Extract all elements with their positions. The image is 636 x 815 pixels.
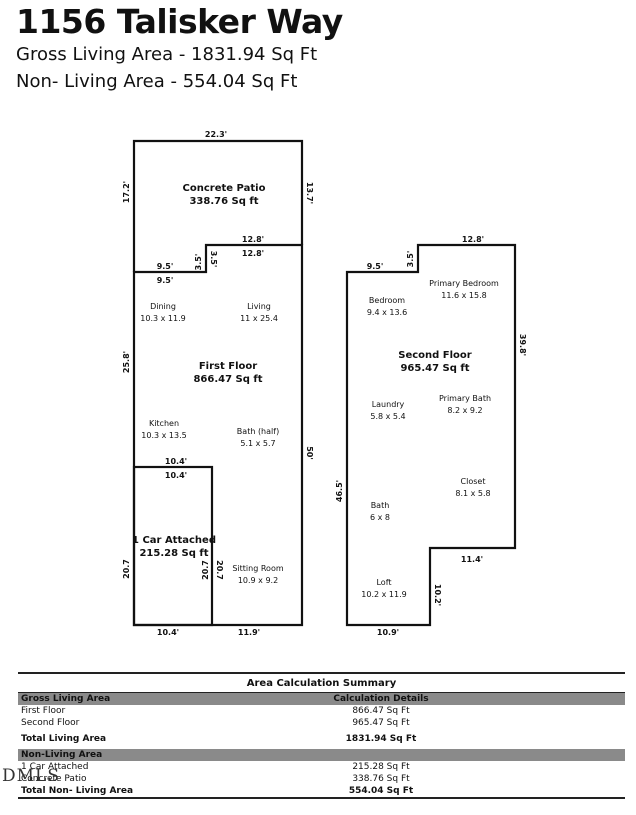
dim-label: 12.8' — [462, 235, 484, 244]
mls-logo: DMLS — [2, 766, 60, 786]
row-label: First Floor — [21, 706, 66, 716]
row-value: 338.76 Sq Ft — [352, 774, 410, 784]
dim-label: 12.8' — [242, 235, 264, 244]
first-floor-name: First Floor — [199, 361, 257, 372]
dim-label: 9.5' — [157, 276, 174, 285]
table-row: Concrete Patio 338.76 Sq Ft — [18, 773, 625, 785]
page-title: 1156 Talisker Way — [16, 2, 343, 41]
garage-outline — [132, 465, 214, 627]
row-value: 866.47 Sq Ft — [352, 706, 410, 716]
garage-name: 1 Car Attached — [132, 535, 216, 546]
summary-title: Area Calculation Summary — [18, 674, 625, 693]
gla-header-row: Gross Living Area Calculation Details — [18, 693, 625, 705]
room-size: 10.2 x 11.9 — [361, 590, 406, 599]
room-name: Kitchen — [149, 419, 179, 428]
dim-label: 11.9' — [238, 628, 260, 637]
row-label: 1 Car Attached — [21, 762, 89, 772]
dim-label: 9.5' — [157, 262, 174, 271]
room-name: Primary Bedroom — [429, 279, 499, 288]
row-value: 215.28 Sq Ft — [352, 762, 410, 772]
room-size: 10.3 x 13.5 — [141, 431, 186, 440]
total-non-living-row: Total Non- Living Area 554.04 Sq Ft — [18, 785, 625, 799]
room-size: 8.2 x 9.2 — [447, 406, 482, 415]
row-label: Concrete Patio — [21, 774, 87, 784]
area-summary-table: Area Calculation Summary Gross Living Ar… — [18, 672, 625, 799]
total-non-living-label: Total Non- Living Area — [21, 786, 134, 796]
table-row: Second Floor 965.47 Sq Ft — [18, 717, 625, 729]
floor-plan: Concrete Patio 338.76 Sq ft First Floor … — [122, 130, 527, 637]
dim-label: 12.8' — [242, 249, 264, 258]
dim-label: 25.8' — [122, 351, 131, 373]
room-size: 9.4 x 13.6 — [367, 308, 407, 317]
room-name: Dining — [150, 302, 176, 311]
room-size: 10.9 x 9.2 — [238, 576, 278, 585]
dim-label: 20.7 — [122, 559, 131, 579]
second-floor-outline — [345, 243, 517, 627]
total-non-living-value: 554.04 Sq Ft — [348, 786, 414, 796]
dim-label: 10.9' — [377, 628, 399, 637]
room-name: Bath — [371, 501, 390, 510]
total-living-value: 1831.94 Sq Ft — [345, 734, 417, 744]
room-size: 11 x 25.4 — [240, 314, 278, 323]
dim-label: 20.7 — [201, 560, 210, 580]
total-living-label: Total Living Area — [21, 734, 107, 744]
row-value: 965.47 Sq Ft — [352, 718, 410, 728]
dim-label: 20.7 — [215, 560, 224, 580]
dim-label: 13.7' — [305, 182, 314, 204]
room-size: 8.1 x 5.8 — [455, 489, 490, 498]
dim-label: 39.8' — [518, 334, 527, 356]
room-size: 5.8 x 5.4 — [370, 412, 405, 421]
non-living-area: Non- Living Area - 554.04 Sq Ft — [16, 71, 298, 92]
room-name: Living — [247, 302, 271, 311]
garage-area: 215.28 Sq ft — [139, 548, 208, 559]
room-size: 5.1 x 5.7 — [240, 439, 275, 448]
room-size: 6 x 8 — [370, 513, 390, 522]
row-label: Second Floor — [21, 718, 80, 728]
dim-label: 46.5' — [335, 480, 344, 502]
patio-area: 338.76 Sq ft — [189, 196, 258, 207]
first-floor-area: 866.47 Sq ft — [193, 374, 262, 385]
dim-label: 3.5' — [209, 251, 218, 268]
dim-label: 3.5' — [194, 254, 203, 271]
room-size: 10.3 x 11.9 — [140, 314, 185, 323]
nla-header-row: Non-Living Area — [18, 749, 625, 761]
dim-label: 11.4' — [461, 555, 483, 564]
gla-header: Gross Living Area — [21, 694, 111, 704]
dim-label: 22.3' — [205, 130, 227, 139]
nla-header: Non-Living Area — [21, 750, 103, 760]
dim-label: 17.2' — [122, 181, 131, 203]
patio-name: Concrete Patio — [183, 183, 266, 194]
second-floor-name: Second Floor — [398, 350, 472, 361]
dim-label: 9.5' — [367, 262, 384, 271]
table-row: First Floor 866.47 Sq Ft — [18, 705, 625, 717]
gross-living-area: Gross Living Area - 1831.94 Sq Ft — [16, 44, 318, 65]
room-size: 11.6 x 15.8 — [441, 291, 486, 300]
patio-outline — [132, 139, 304, 272]
dim-label: 10.2' — [433, 584, 442, 606]
total-living-row: Total Living Area 1831.94 Sq Ft — [18, 733, 625, 745]
room-name: Loft — [376, 578, 391, 587]
room-name: Closet — [461, 477, 486, 486]
second-floor-area: 965.47 Sq ft — [400, 363, 469, 374]
dim-label: 10.4' — [157, 628, 179, 637]
dim-label: 10.4' — [165, 471, 187, 480]
room-name: Bedroom — [369, 296, 405, 305]
dim-label: 3.5' — [406, 251, 415, 268]
room-name: Bath (half) — [237, 427, 279, 436]
room-name: Primary Bath — [439, 394, 491, 403]
table-row: 1 Car Attached 215.28 Sq Ft — [18, 761, 625, 773]
dim-label: 50' — [305, 446, 314, 460]
room-name: Sitting Room — [232, 564, 283, 573]
dim-label: 10.4' — [165, 457, 187, 466]
calc-header: Calculation Details — [333, 694, 429, 704]
room-name: Laundry — [372, 400, 405, 409]
